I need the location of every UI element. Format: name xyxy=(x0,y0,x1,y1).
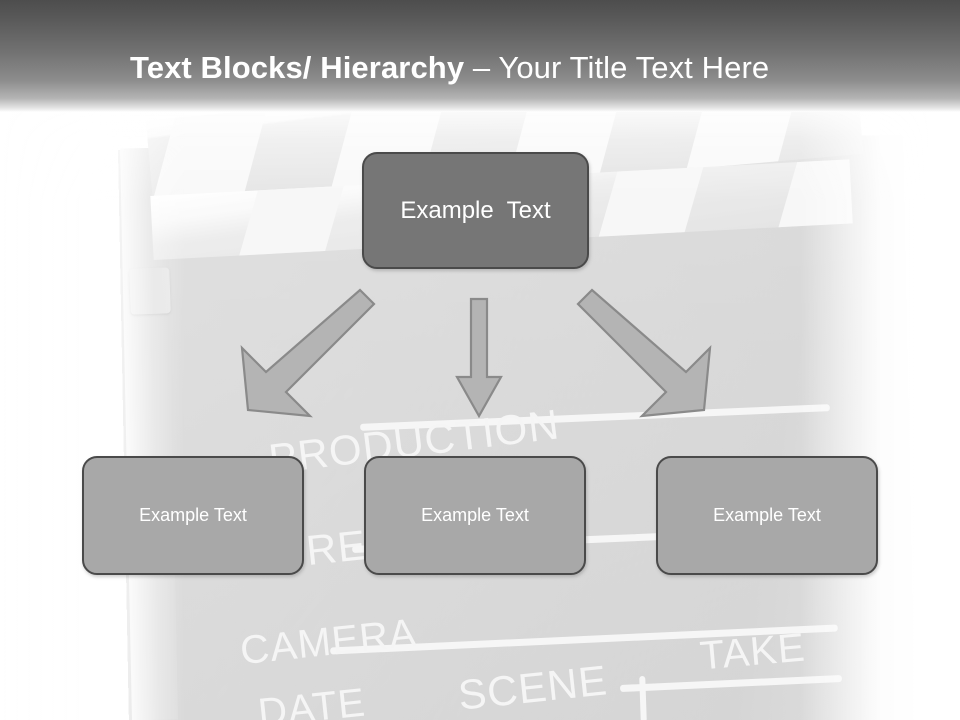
title-light-part: Your Title Text Here xyxy=(498,50,770,85)
parent-node-label: Example Text xyxy=(400,196,551,224)
arrow-down-left-icon xyxy=(240,288,376,418)
title-bar xyxy=(0,0,960,112)
arrow-down-icon xyxy=(455,297,503,419)
arrow-down-right-icon xyxy=(576,288,712,418)
child-node-2-label: Example Text xyxy=(421,505,529,525)
page-title: Text Blocks/ Hierarchy – Your Title Text… xyxy=(130,50,769,86)
child-node-2[interactable]: Example Text xyxy=(364,456,586,575)
child-node-1[interactable]: Example Text xyxy=(82,456,304,575)
child-node-1-label: Example Text xyxy=(139,505,247,525)
title-separator: – xyxy=(464,50,499,85)
child-node-3-label: Example Text xyxy=(713,505,821,525)
parent-node[interactable]: Example Text xyxy=(362,152,589,269)
title-bold-part: Text Blocks/ Hierarchy xyxy=(130,50,465,85)
child-node-3[interactable]: Example Text xyxy=(656,456,878,575)
